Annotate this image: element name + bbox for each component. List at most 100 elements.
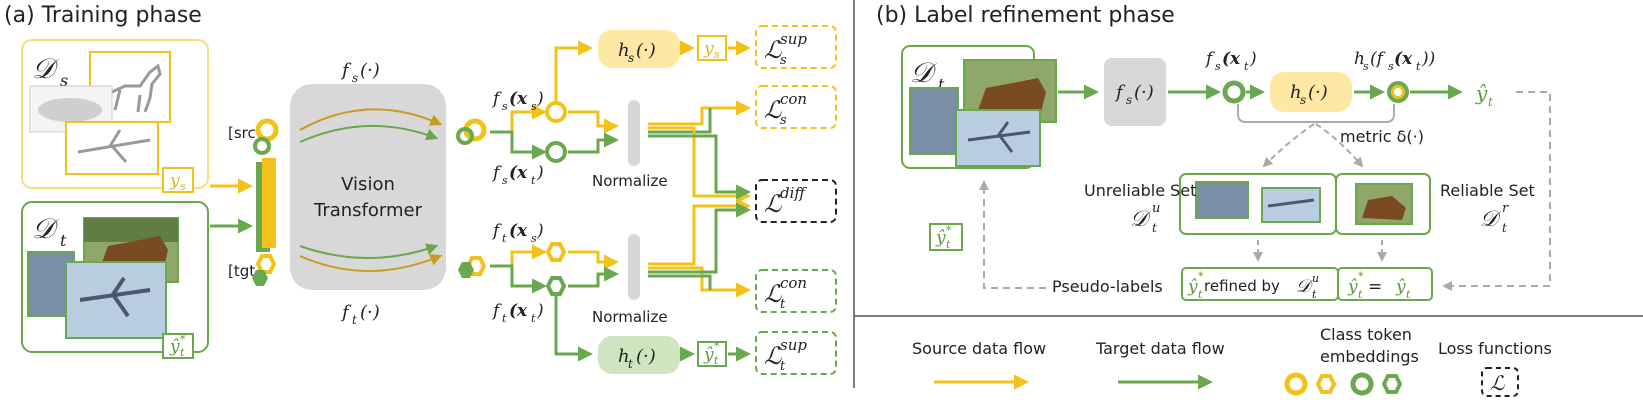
source-domain-box: 𝒟 s bbox=[21, 39, 209, 189]
svg-text:ŷ: ŷ bbox=[703, 345, 714, 365]
svg-text:h: h bbox=[1354, 49, 1365, 69]
svg-text:𝒟: 𝒟 bbox=[1480, 207, 1502, 232]
vision-transformer-box bbox=[290, 84, 446, 290]
vit-source-curve bbox=[299, 108, 443, 131]
fs-top-label: (·) bbox=[360, 60, 380, 81]
legend-class-token-label-2: embeddings bbox=[1320, 347, 1419, 366]
svg-text:f: f bbox=[491, 301, 502, 321]
loss-t-sup-label: sup bbox=[780, 336, 807, 354]
panel-b-dt-box: 𝒟 t bbox=[901, 45, 1057, 169]
ht-label: (·) bbox=[636, 346, 656, 367]
src-token-label: [src] bbox=[228, 124, 262, 142]
reliable-set-box bbox=[1335, 173, 1431, 235]
svg-text:s: s bbox=[1388, 60, 1394, 73]
svg-text:s: s bbox=[1126, 93, 1132, 107]
svg-text:u: u bbox=[1152, 201, 1160, 216]
svg-text:h: h bbox=[618, 40, 630, 61]
legend-loss-label: Loss functions bbox=[1438, 339, 1552, 358]
svg-text:𝒟: 𝒟 bbox=[910, 56, 937, 89]
ys-head-output bbox=[697, 35, 727, 61]
svg-text:t: t bbox=[1502, 221, 1507, 235]
normalize-label-bottom: Normalize bbox=[592, 308, 668, 326]
legend-source-flow-label: Source data flow bbox=[912, 339, 1046, 358]
legend-src-hex-icon bbox=[1315, 374, 1337, 394]
ys-label-sub: s bbox=[180, 180, 186, 193]
ds-subscript: s bbox=[60, 71, 68, 90]
vit-target-curve-bottom bbox=[299, 243, 439, 259]
svg-text:*: * bbox=[1358, 270, 1364, 283]
svg-text:f: f bbox=[340, 302, 352, 323]
hs-head-box bbox=[598, 30, 680, 68]
refined-by-text: refined by bbox=[1204, 277, 1280, 295]
svg-text:*: * bbox=[714, 340, 720, 353]
svg-text:ℒ: ℒ bbox=[764, 342, 782, 370]
hs-box-b-label: (·) bbox=[1308, 82, 1328, 103]
svg-text:𝒟: 𝒟 bbox=[1296, 276, 1314, 297]
svg-text:s: s bbox=[1363, 60, 1369, 73]
svg-text:t: t bbox=[780, 297, 786, 312]
svg-text:s: s bbox=[628, 51, 634, 65]
svg-text:ℒ: ℒ bbox=[764, 280, 782, 308]
legend-class-token-label-1: Class token bbox=[1320, 325, 1412, 344]
svg-text:s: s bbox=[502, 100, 508, 113]
fs-box-b-label: (·) bbox=[1134, 82, 1154, 103]
svg-text:s: s bbox=[531, 232, 537, 245]
svg-text:t: t bbox=[1406, 288, 1411, 301]
svg-text:s: s bbox=[1300, 93, 1306, 107]
svg-text:): ) bbox=[536, 89, 544, 109]
svg-text:ℒ: ℒ bbox=[764, 96, 782, 124]
loss-s-con-label: con bbox=[780, 90, 807, 108]
svg-text:f: f bbox=[491, 89, 502, 109]
svg-text:*: * bbox=[180, 333, 186, 346]
metric-bracket bbox=[1237, 104, 1395, 123]
loss-s-sup-label: sup bbox=[780, 30, 807, 48]
svg-text:s: s bbox=[531, 100, 537, 113]
ft-xt-label: (x bbox=[509, 301, 528, 321]
legend-src-circle-icon bbox=[1284, 372, 1308, 396]
normalize-label-top: Normalize bbox=[592, 172, 668, 190]
svg-text:h: h bbox=[618, 346, 630, 367]
target-domain-box: 𝒟 t bbox=[21, 201, 209, 353]
loss-diff-label: diff bbox=[780, 184, 807, 202]
yhat-star-label-box bbox=[162, 333, 194, 359]
svg-text:s: s bbox=[352, 71, 358, 85]
legend-loss-box bbox=[1481, 367, 1519, 397]
svg-text:r: r bbox=[1502, 201, 1509, 216]
svg-text:t: t bbox=[1488, 95, 1493, 109]
svg-text:t: t bbox=[628, 357, 633, 371]
ds-symbol: 𝒟 bbox=[32, 52, 59, 85]
svg-text:h: h bbox=[1290, 82, 1302, 103]
tgt-token-label: [tgt] bbox=[228, 262, 261, 280]
svg-text:f: f bbox=[491, 163, 502, 183]
svg-text:ŷ: ŷ bbox=[1347, 277, 1358, 297]
fs-xt-label: (x bbox=[509, 163, 528, 183]
loss-diff-box bbox=[755, 179, 837, 223]
svg-text:): ) bbox=[536, 163, 544, 183]
yhat-star-label: ŷ bbox=[169, 337, 180, 357]
svg-text:s: s bbox=[1215, 60, 1221, 73]
svg-text:ℒ: ℒ bbox=[764, 36, 782, 64]
svg-text:=: = bbox=[1368, 277, 1382, 297]
svg-text:*: * bbox=[1198, 270, 1204, 283]
ft-xs-token bbox=[545, 242, 567, 262]
svg-text:t: t bbox=[780, 359, 786, 374]
yhat-output-b: ŷ bbox=[1475, 81, 1488, 105]
svg-text:): ) bbox=[536, 221, 544, 241]
ft-bottom-label: (·) bbox=[360, 302, 380, 323]
svg-text:ŷ: ŷ bbox=[1187, 277, 1198, 297]
yhat-star-label-b bbox=[929, 223, 963, 251]
hs-box-b bbox=[1270, 72, 1352, 112]
svg-text:t: t bbox=[502, 312, 507, 325]
svg-text:ℒ: ℒ bbox=[764, 190, 782, 218]
svg-text:s: s bbox=[502, 174, 508, 187]
svg-text:): ) bbox=[1249, 49, 1257, 69]
ys-label: y bbox=[169, 171, 180, 191]
svg-text:t: t bbox=[1312, 288, 1317, 301]
fs-xs-token bbox=[545, 101, 567, 123]
svg-text:): ) bbox=[536, 301, 544, 321]
svg-text:(f: (f bbox=[1370, 49, 1386, 69]
metric-label: metric δ(·) bbox=[1340, 127, 1424, 146]
ys-label-box bbox=[162, 167, 194, 193]
fs-xt-b-label: (x bbox=[1222, 49, 1241, 69]
svg-text:s: s bbox=[780, 53, 787, 68]
